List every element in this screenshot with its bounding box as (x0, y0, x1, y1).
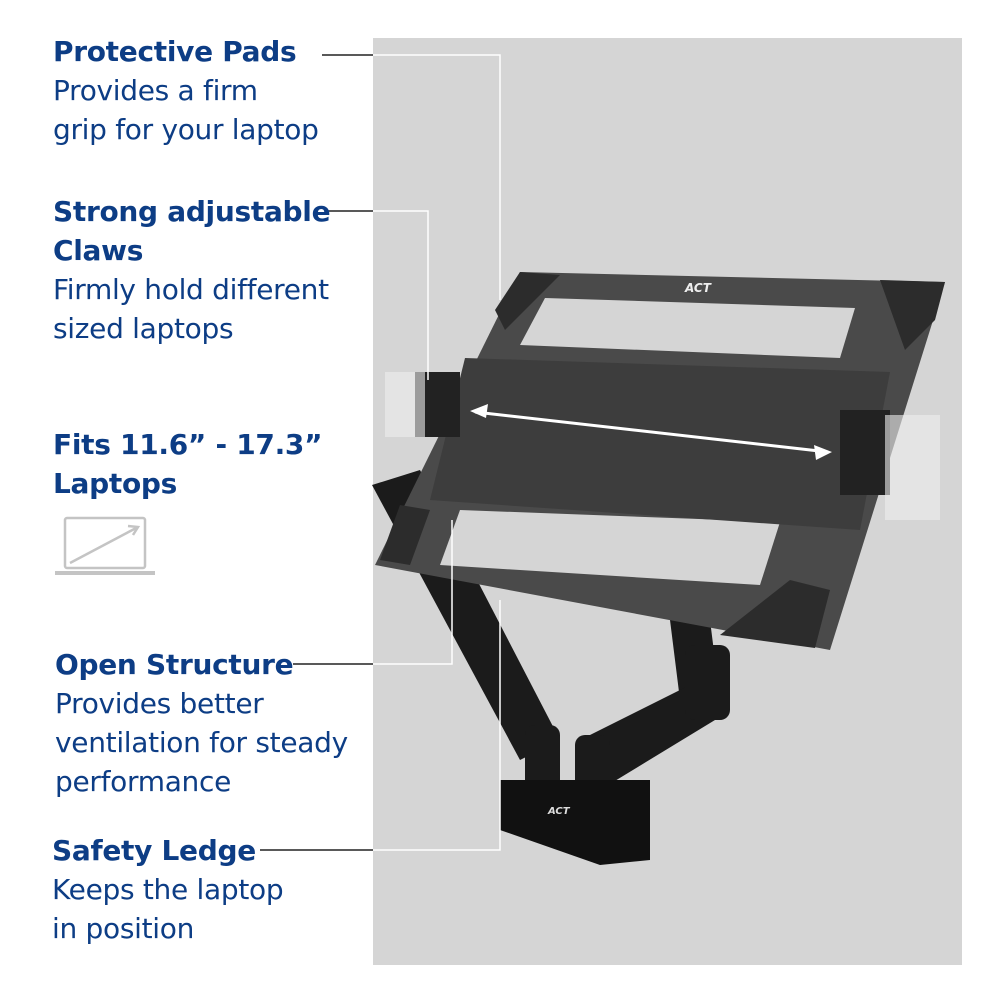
feature-desc: Keeps the laptop (52, 873, 284, 906)
feature-claws: Strong adjustable Claws Firmly hold diff… (53, 192, 331, 348)
feature-title: Strong adjustable (53, 195, 331, 228)
feature-title: Open Structure (55, 648, 294, 681)
feature-desc: grip for your laptop (53, 113, 319, 146)
protective-pad (880, 280, 945, 350)
feature-desc: Firmly hold different (53, 273, 329, 306)
base-logo: ACT (547, 806, 571, 817)
laptop-tray (375, 272, 945, 650)
callout-lines (260, 54, 501, 851)
feature-title: Laptops (53, 467, 178, 500)
feature-title: Protective Pads (53, 35, 297, 68)
protective-pad (720, 580, 830, 648)
protective-pad (380, 505, 430, 565)
feature-open-structure: Open Structure Provides better ventilati… (55, 645, 348, 801)
feature-title: Fits 11.6” - 17.3” (53, 428, 323, 461)
feature-desc: performance (55, 765, 232, 798)
feature-desc: in position (52, 912, 195, 945)
feature-desc: ventilation for steady (55, 726, 348, 759)
feature-protective-pads: Protective Pads Provides a firm grip for… (53, 32, 319, 149)
laptop-size-icon (55, 516, 155, 575)
claw-right (840, 410, 890, 495)
feature-title: Claws (53, 234, 144, 267)
feature-desc: Provides better (55, 687, 264, 720)
feature-desc: sized laptops (53, 312, 234, 345)
tray-logo: ACT (684, 281, 712, 295)
feature-title: Safety Ledge (52, 834, 256, 867)
feature-safety-ledge: Safety Ledge Keeps the laptop in positio… (52, 831, 284, 948)
feature-desc: Provides a firm (53, 74, 258, 107)
protective-pad (495, 272, 560, 330)
feature-fits-laptops: Fits 11.6” - 17.3” Laptops (53, 425, 323, 503)
